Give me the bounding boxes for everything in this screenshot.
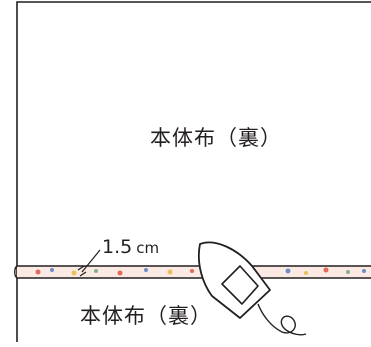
iron-handle [221,265,259,305]
dimension-unit: cm [136,239,160,257]
dimension-value: 1.5 [102,236,133,258]
iron-cord [257,303,307,336]
pattern-dot [71,270,77,276]
hem-print-pattern [35,267,366,276]
pattern-dot [144,268,148,272]
iron-icon [198,241,307,336]
pattern-dot [190,269,194,273]
pattern-dot [167,269,173,275]
dimension-indicator [77,249,101,277]
pattern-dot [94,269,98,273]
pattern-dot [362,269,366,273]
folded-hem [14,265,371,279]
fabric-top-label: 本体布（裏） [150,126,282,150]
dimension-arrow [77,265,87,277]
pattern-dot [285,268,291,274]
pattern-dot [50,268,54,272]
hem-strip-fill [17,266,371,278]
pattern-dot [117,270,123,276]
pattern-dot [304,271,308,275]
fabric-bottom-label: 本体布（裏） [80,304,212,328]
fabric-outline [16,1,371,342]
pattern-dot [35,269,41,275]
dimension-leader [81,249,101,273]
pattern-dot [323,267,329,273]
pattern-dot [346,270,350,274]
hem-fold-end [14,265,18,279]
